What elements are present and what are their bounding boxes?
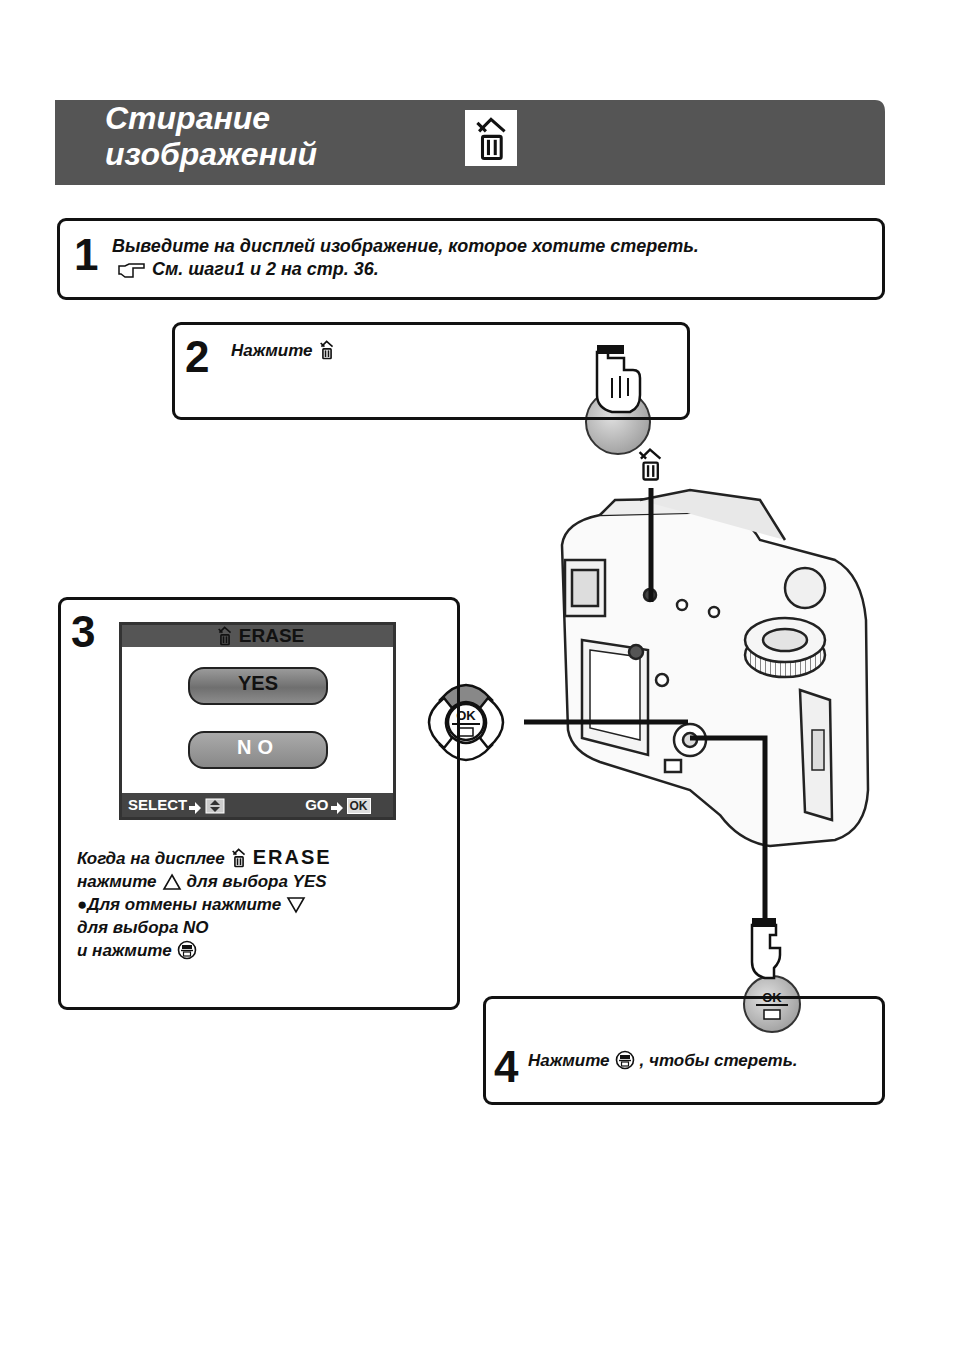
inline-icon	[211, 625, 239, 646]
text-block: 3	[71, 610, 95, 654]
inline-icon	[281, 895, 311, 914]
text-block: Когда на дисплее ERASE нажмите для выбора Y…	[77, 846, 447, 962]
text-block: 1	[74, 233, 98, 277]
inline-icon	[227, 796, 305, 813]
camera	[562, 490, 868, 846]
step-number: 1	[74, 230, 98, 279]
page-title: Стирание изображений	[105, 100, 405, 172]
instruction-text: ERASE	[239, 625, 304, 646]
step-number: 4	[494, 1042, 518, 1091]
text-block: Нажмите	[231, 339, 531, 362]
instruction-text: Выведите на дисплей изображение, которое…	[112, 236, 699, 256]
inline-icon	[157, 872, 187, 891]
text-block: YES	[190, 669, 326, 697]
arrow-pad	[429, 685, 688, 760]
instruction-text: для выбора NO	[77, 918, 209, 937]
text-block: ERASE	[122, 625, 393, 647]
erase-button	[586, 345, 660, 602]
text-block: NO	[190, 733, 326, 761]
step-number: 2	[185, 332, 209, 381]
inline-icon	[172, 941, 202, 960]
instruction-text: нажмите	[77, 872, 157, 891]
step-box: 1 Выведите на дисплей изображение, которо…	[57, 218, 885, 300]
instruction-text: , чтобы стереть.	[640, 1051, 798, 1070]
screen-panel: ERASE SELECT GO OK YES NO	[119, 622, 396, 820]
inline-icon	[225, 849, 253, 868]
instruction-text: Когда на дисплее	[77, 849, 225, 868]
ok-button	[690, 738, 800, 1032]
step-number: 3	[71, 607, 95, 656]
title-icon-box	[465, 110, 517, 166]
text-block: 4	[494, 1045, 518, 1089]
inline-icon	[187, 796, 203, 813]
instruction-text: ●Для отмены нажмите	[77, 895, 281, 914]
button-label: OK	[760, 990, 784, 1005]
step-box: 4 Нажмите , чтобы стереть.	[483, 996, 885, 1105]
instruction-text: См. шаги1 и 2 на стр. 36.	[152, 259, 379, 279]
instruction-text: Нажмите	[231, 341, 313, 360]
trash-icon	[477, 119, 504, 158]
instruction-text: ERASE	[253, 846, 332, 868]
step-box: 3Когда на дисплее ERASE нажмите для выбора …	[58, 597, 460, 1010]
text-block: Нажмите , чтобы стереть.	[528, 1049, 878, 1072]
inline-icon	[112, 259, 152, 279]
instruction-text: Нажмите	[528, 1051, 610, 1070]
text-block: 2	[185, 335, 209, 379]
instruction-text: и нажмите	[77, 941, 172, 960]
instruction-text: YES	[238, 672, 278, 694]
instruction-text: OK	[347, 798, 371, 814]
inline-icon	[329, 796, 345, 813]
text-block: Выведите на дисплей изображение, которое…	[112, 235, 872, 281]
inline-icon	[313, 341, 341, 360]
instruction-text: SELECT	[128, 796, 187, 813]
instruction-text: для выбора YES	[187, 872, 327, 891]
instruction-text: GO	[305, 796, 328, 813]
step-box: 2 Нажмите	[172, 322, 690, 420]
instruction-text: NO	[237, 736, 279, 758]
menu-button: NO	[188, 731, 328, 769]
menu-button: YES	[188, 667, 328, 705]
inline-icon	[203, 796, 227, 813]
inline-icon	[610, 1051, 640, 1070]
text-block: SELECT GO OK	[122, 793, 393, 817]
button-label: OK	[456, 708, 476, 723]
title-band	[55, 100, 885, 185]
